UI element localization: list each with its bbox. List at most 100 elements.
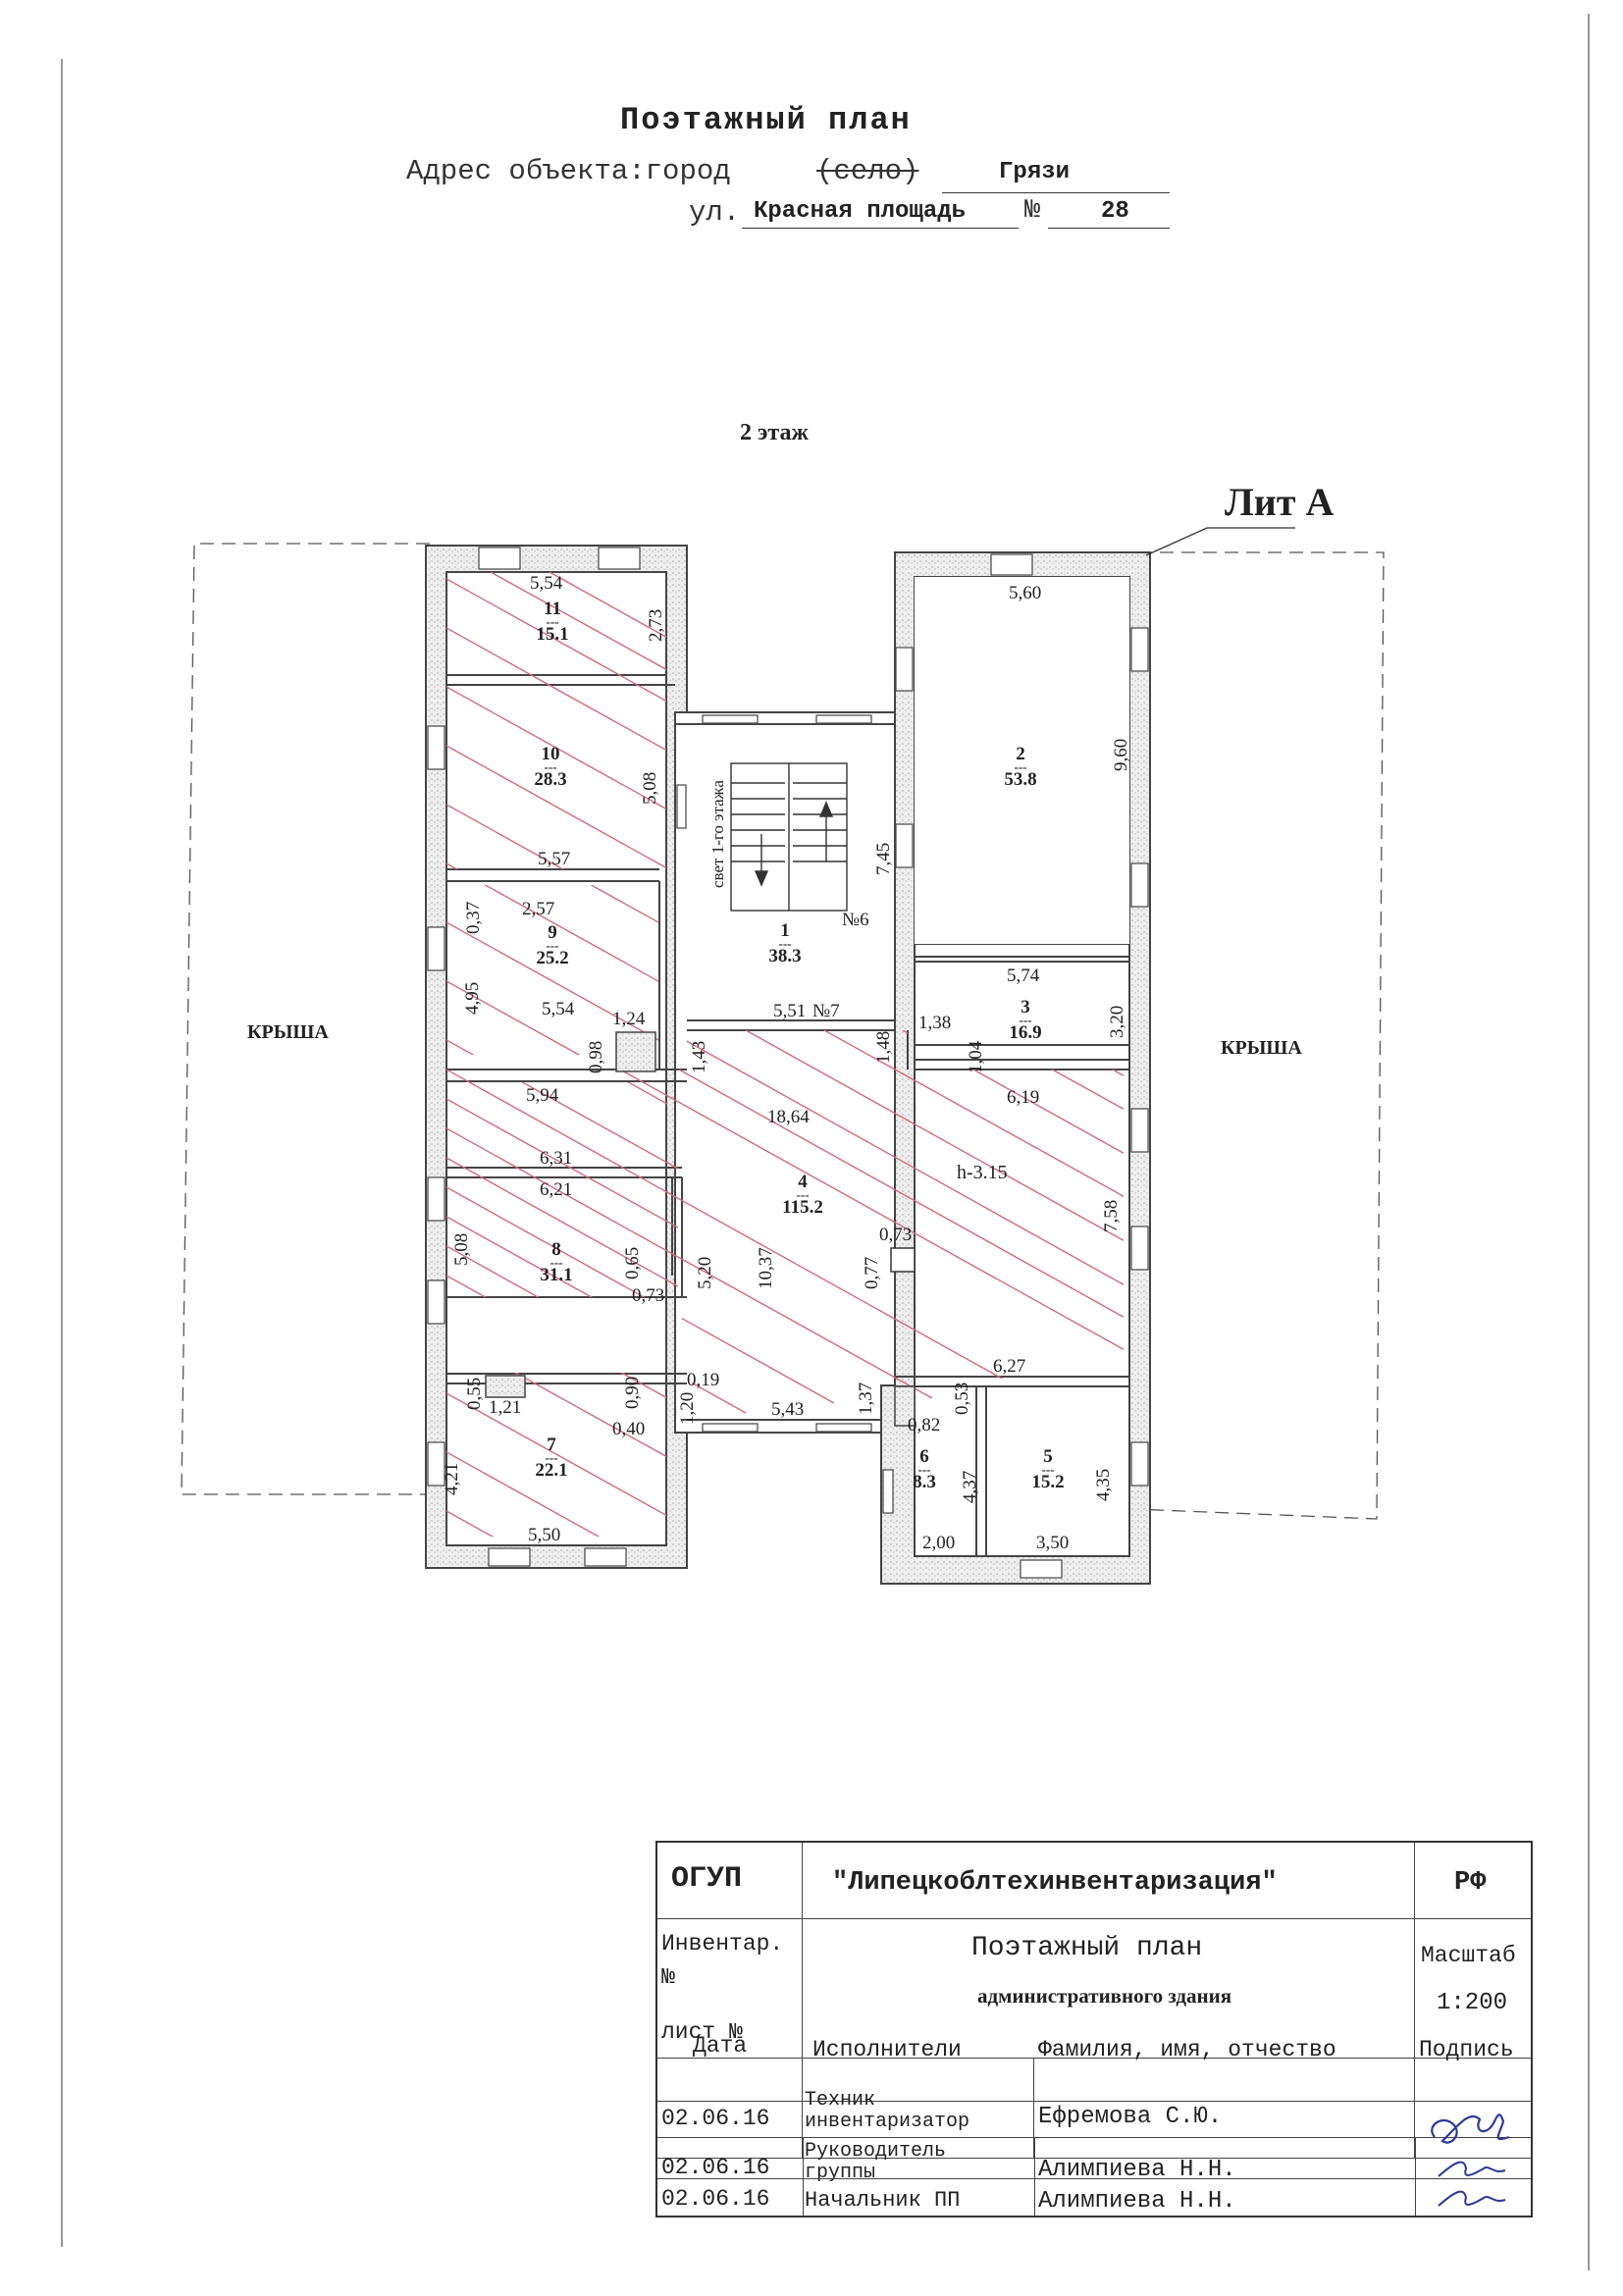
sheet-label: лист № [661, 2019, 743, 2045]
org-label: ОГУП [671, 1862, 743, 1896]
room-7-label: 7---22.1 [512, 1435, 591, 1481]
dimension-d040: 0,40 [612, 1419, 646, 1439]
windows [427, 547, 1149, 1579]
roof-outline-left [181, 543, 430, 1495]
dimension-d077: 0,77 [862, 1256, 882, 1289]
room-dashes: --- [1014, 759, 1027, 774]
dimension-d090: 0,90 [622, 1376, 643, 1409]
row3-date: 02.06.16 [661, 2186, 770, 2212]
room-area: 22.1 [535, 1460, 568, 1481]
height-note: h-3.15 [957, 1162, 1008, 1183]
dimension-d137: 1,37 [856, 1382, 876, 1415]
dimension-d960: 9,60 [1111, 738, 1131, 771]
room-dashes: --- [544, 759, 557, 774]
dimension-d120: 1,20 [677, 1391, 698, 1425]
dimension-d435: 4,35 [1093, 1468, 1114, 1501]
dimension-d121: 1,21 [489, 1397, 522, 1418]
dimension-d437: 4,37 [960, 1470, 980, 1503]
room-area: 8.3 [913, 1472, 936, 1492]
dimension-d758: 7,58 [1101, 1199, 1122, 1232]
room-dashes: --- [778, 936, 792, 951]
lit-a-label: Лит А [1225, 480, 1335, 524]
dimension-d551: 5,51 [773, 1001, 807, 1021]
room-area: 28.3 [534, 769, 567, 790]
row3-role: Начальник ПП [805, 2188, 961, 2213]
dimension-d557: 5,57 [538, 849, 571, 869]
row1-name: Ефремова С.Ю. [1038, 2104, 1223, 2130]
title-block: ОГУП "Липецкоблтехинвентаризация" РФ Инв… [655, 1841, 1533, 2218]
pilaster-mark [615, 1031, 656, 1072]
dimension-d745: 7,45 [873, 842, 894, 875]
roof-label-right: КРЫША [1221, 1037, 1302, 1059]
dimension-n6: №6 [842, 910, 869, 930]
dimension-d065: 0,65 [622, 1246, 643, 1279]
hatching-hall [446, 1030, 1124, 1414]
dimension-d594: 5,94 [526, 1085, 559, 1106]
room-dashes: --- [546, 938, 559, 953]
room-dashes: --- [1041, 1462, 1055, 1477]
room-5-label: 5---15.2 [1009, 1446, 1087, 1492]
signatures [1431, 2113, 1510, 2207]
room-dashes: --- [796, 1187, 810, 1202]
room-11-label: 11---15.1 [513, 600, 592, 644]
stair-note: свет 1-го этажа [708, 780, 727, 888]
dimension-d124: 1,24 [612, 1009, 646, 1029]
dimension-d200: 2,00 [922, 1533, 956, 1553]
street-prefix: ул. [689, 196, 741, 229]
pilaster-mark-2 [485, 1375, 526, 1398]
dimension-d560: 5,60 [1009, 583, 1042, 603]
room-area: 15.1 [536, 624, 569, 645]
dimension-d508b: 5,08 [451, 1232, 472, 1266]
room-area: 16.9 [1009, 1022, 1042, 1043]
dimension-d143: 1,43 [689, 1040, 709, 1073]
row3-name: Алимпиева Н.Н. [1038, 2188, 1236, 2215]
room-area: 53.8 [1004, 769, 1037, 790]
dimension-d320: 3,20 [1107, 1005, 1127, 1038]
hatching-left [446, 572, 678, 1537]
dimension-d273: 2,73 [646, 608, 666, 642]
roof-outline-right [1132, 551, 1385, 1520]
room-area: 115.2 [782, 1197, 823, 1218]
room-number: 10 [541, 744, 560, 764]
room-9-label: 9---25.2 [513, 922, 592, 967]
number-sign: № [1024, 196, 1041, 226]
column-mark [890, 1247, 916, 1273]
dimension-d037: 0,37 [463, 901, 484, 934]
room-number: 2 [1016, 744, 1025, 764]
col-date: Дата [693, 2033, 748, 2059]
scale-value: 1:200 [1437, 1990, 1508, 2016]
room-10-label: 10---28.3 [511, 744, 590, 790]
country-label: РФ [1454, 1868, 1487, 1898]
inventory-label: Инвентар. № [661, 1931, 784, 1990]
col-name: Фамилия, имя, отчество [1038, 2037, 1336, 2062]
dimension-n7: №7 [812, 1001, 840, 1021]
dimension-d257: 2,57 [522, 899, 555, 919]
room-4-label: 4---115.2 [763, 1173, 842, 1218]
room-number: 6 [919, 1446, 929, 1467]
col-signature: Подпись [1419, 2037, 1514, 2062]
company-name: "Липецкоблтехинвентаризация" [832, 1868, 1278, 1898]
room-2-label: 2---53.8 [981, 744, 1060, 790]
dimension-d631: 6,31 [540, 1148, 573, 1169]
dimension-d019: 0,19 [687, 1370, 720, 1390]
doc-title: Поэтажный план [971, 1933, 1203, 1963]
floor-label: 2 этаж [740, 420, 809, 445]
lit-a-leader [1145, 527, 1295, 556]
room-number: 5 [1043, 1446, 1053, 1467]
number-underline [1048, 228, 1170, 229]
room-number: 9 [548, 922, 557, 943]
dimension-d574: 5,74 [1007, 965, 1040, 986]
room-area: 15.2 [1031, 1472, 1065, 1492]
city-underline [942, 192, 1170, 193]
col-executors: Исполнители [812, 2037, 962, 2062]
dimension-d550: 5,50 [528, 1525, 561, 1545]
dimension-d073a: 0,73 [632, 1285, 665, 1306]
dimension-d495: 4,95 [462, 981, 483, 1015]
street-name: Красная площадь [754, 198, 967, 225]
stair-icon [730, 762, 848, 912]
dimension-d053: 0,53 [952, 1382, 972, 1415]
scale-label: Масштаб [1421, 1943, 1516, 1968]
room-dashes: --- [546, 614, 559, 629]
dimension-d508a: 5,08 [640, 771, 660, 805]
